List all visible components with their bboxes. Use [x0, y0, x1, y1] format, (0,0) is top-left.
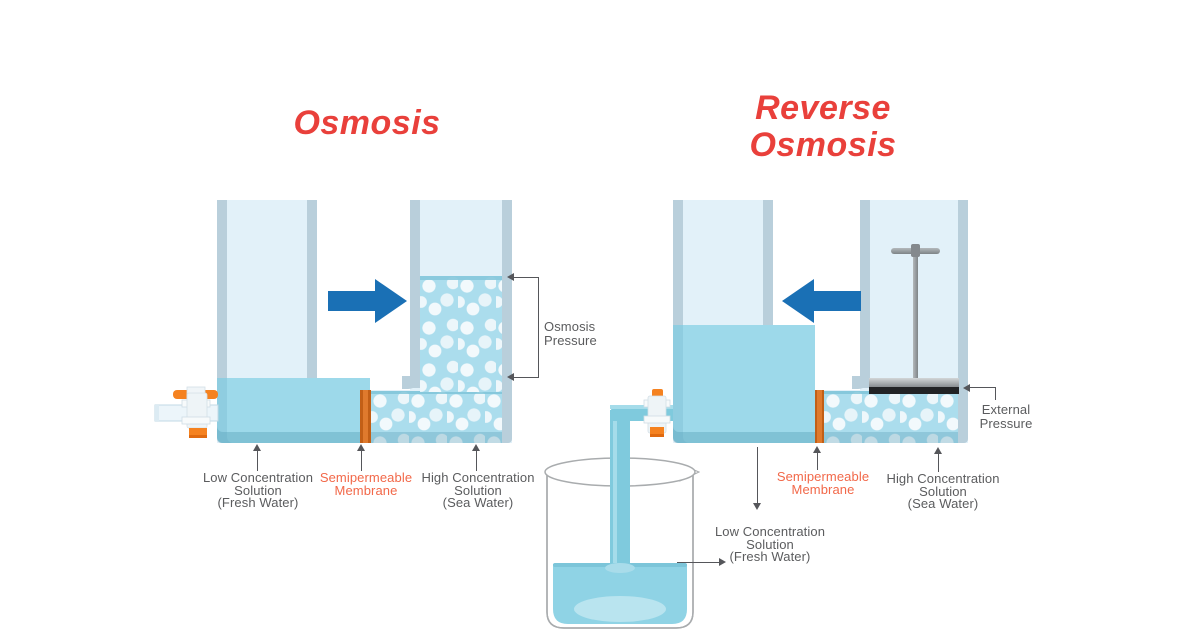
bracket-line — [514, 377, 539, 378]
arrowhead-right-icon — [719, 558, 726, 566]
tube-wall — [763, 200, 773, 396]
arrowhead-up-icon — [357, 444, 365, 451]
label-line: High Concentration — [421, 470, 535, 485]
label-low-concentration-right: Low Concentration Solution (Fresh Water) — [700, 524, 840, 564]
bracket-line — [514, 277, 539, 278]
sea-water-channel — [824, 391, 958, 443]
elbow-wall — [852, 376, 870, 389]
arrowhead-up-icon — [813, 446, 821, 453]
label-line: Membrane — [334, 482, 398, 498]
fresh-water — [673, 325, 815, 443]
arrowhead-down-icon — [753, 503, 761, 510]
bracket-line — [538, 278, 539, 378]
tube-wall — [410, 200, 420, 388]
label-line: Semipermeable — [319, 470, 413, 485]
label-high-concentration-left: High Concentration Solution (Sea Water) — [408, 470, 548, 510]
tube-wall — [307, 200, 317, 396]
title-line: Reverse — [755, 89, 891, 127]
flow-left-arrow-icon — [781, 278, 861, 329]
label-membrane-right: Semipermeable Membrane — [761, 469, 885, 497]
arrowhead-up-icon — [934, 447, 942, 454]
beaker-and-spout — [540, 388, 701, 640]
arrowhead-up-icon — [253, 444, 261, 451]
label-line: Low Concentration — [714, 524, 826, 539]
external-pressure-label: External Pressure — [974, 403, 1038, 430]
valve-icon — [152, 386, 224, 447]
fresh-water — [217, 378, 370, 443]
leader-line — [257, 450, 258, 471]
piston-seal — [869, 387, 959, 394]
leader-line — [476, 450, 477, 471]
reverse-osmosis-title: Reverse Osmosis — [703, 90, 943, 164]
arrowhead-left-icon — [507, 273, 514, 281]
osmosis-pressure-label: Osmosis Pressure — [544, 320, 624, 347]
tube-wall — [958, 200, 968, 443]
arrowhead-left-icon — [507, 373, 514, 381]
plunger-rod — [913, 255, 918, 380]
tube-wall — [673, 200, 683, 443]
leader-line — [970, 387, 996, 388]
label-line: Osmosis — [544, 319, 596, 334]
label-membrane-left: Semipermeable Membrane — [306, 470, 426, 498]
osmosis-title: Osmosis — [293, 104, 441, 142]
sea-water-column — [420, 276, 502, 392]
label-line: (Fresh Water) — [729, 549, 811, 564]
tube-wall — [502, 200, 512, 443]
label-line: Solution — [919, 483, 967, 499]
elbow-wall — [402, 376, 420, 389]
label-line: High Concentration — [886, 471, 1000, 486]
label-line: (Sea Water) — [442, 495, 514, 510]
plunger-hub — [911, 244, 920, 257]
leader-line — [361, 450, 362, 471]
label-line: Membrane — [791, 481, 855, 497]
leader-line — [817, 452, 818, 470]
label-line: Solution — [746, 536, 794, 552]
sea-water-channel — [371, 391, 502, 443]
label-line: Pressure — [544, 332, 597, 348]
label-line: Solution — [234, 482, 282, 498]
semipermeable-membrane — [360, 390, 371, 443]
leader-line — [995, 387, 996, 400]
label-line: (Sea Water) — [907, 496, 979, 511]
tube-wall — [217, 200, 227, 443]
label-line: External — [981, 402, 1031, 417]
leader-line — [757, 447, 758, 504]
arrowhead-left-icon — [963, 384, 970, 392]
leader-line — [677, 562, 721, 563]
label-line: Pressure — [979, 415, 1033, 431]
label-low-concentration-left: Low Concentration Solution (Fresh Water) — [188, 470, 328, 510]
semipermeable-membrane — [815, 390, 824, 443]
label-line: Semipermeable — [776, 469, 870, 484]
label-line: Low Concentration — [202, 470, 314, 485]
arrowhead-up-icon — [472, 444, 480, 451]
label-line: Solution — [454, 482, 502, 498]
label-high-concentration-right: High Concentration Solution (Sea Water) — [873, 471, 1013, 511]
piston-plate — [869, 378, 959, 387]
tube-wall — [860, 200, 870, 388]
flow-right-arrow-icon — [328, 278, 408, 329]
leader-line — [938, 453, 939, 472]
title-line: Osmosis — [749, 126, 897, 164]
label-line: (Fresh Water) — [217, 495, 299, 510]
